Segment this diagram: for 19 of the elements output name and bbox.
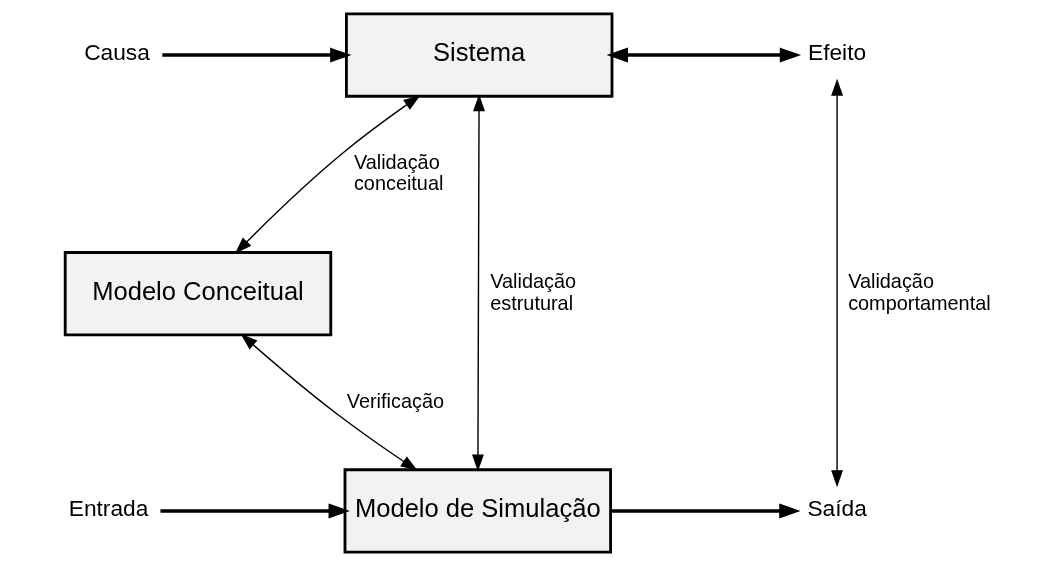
edge-label: Verificação bbox=[346, 389, 444, 412]
arrow bbox=[240, 333, 418, 471]
node-text: Causa bbox=[83, 39, 150, 66]
node-box: Modelo de Simulação bbox=[343, 468, 612, 554]
arrow bbox=[610, 503, 801, 519]
arrow bbox=[161, 47, 351, 63]
node-box: Sistema bbox=[344, 12, 613, 98]
node-text: Efeito bbox=[807, 39, 866, 66]
edge-label: Validação conceitual bbox=[353, 150, 443, 195]
arrow bbox=[471, 94, 485, 472]
edge-label: Validação comportamental bbox=[847, 270, 991, 314]
node-box: Modelo Conceitual bbox=[63, 251, 332, 337]
arrow bbox=[234, 95, 420, 254]
arrow bbox=[159, 503, 350, 519]
node-text: Saída bbox=[806, 495, 867, 522]
node-text: Entrada bbox=[68, 495, 148, 522]
arrow bbox=[606, 47, 801, 63]
edge-label: Validação estrutural bbox=[489, 270, 576, 314]
arrow bbox=[830, 78, 843, 488]
